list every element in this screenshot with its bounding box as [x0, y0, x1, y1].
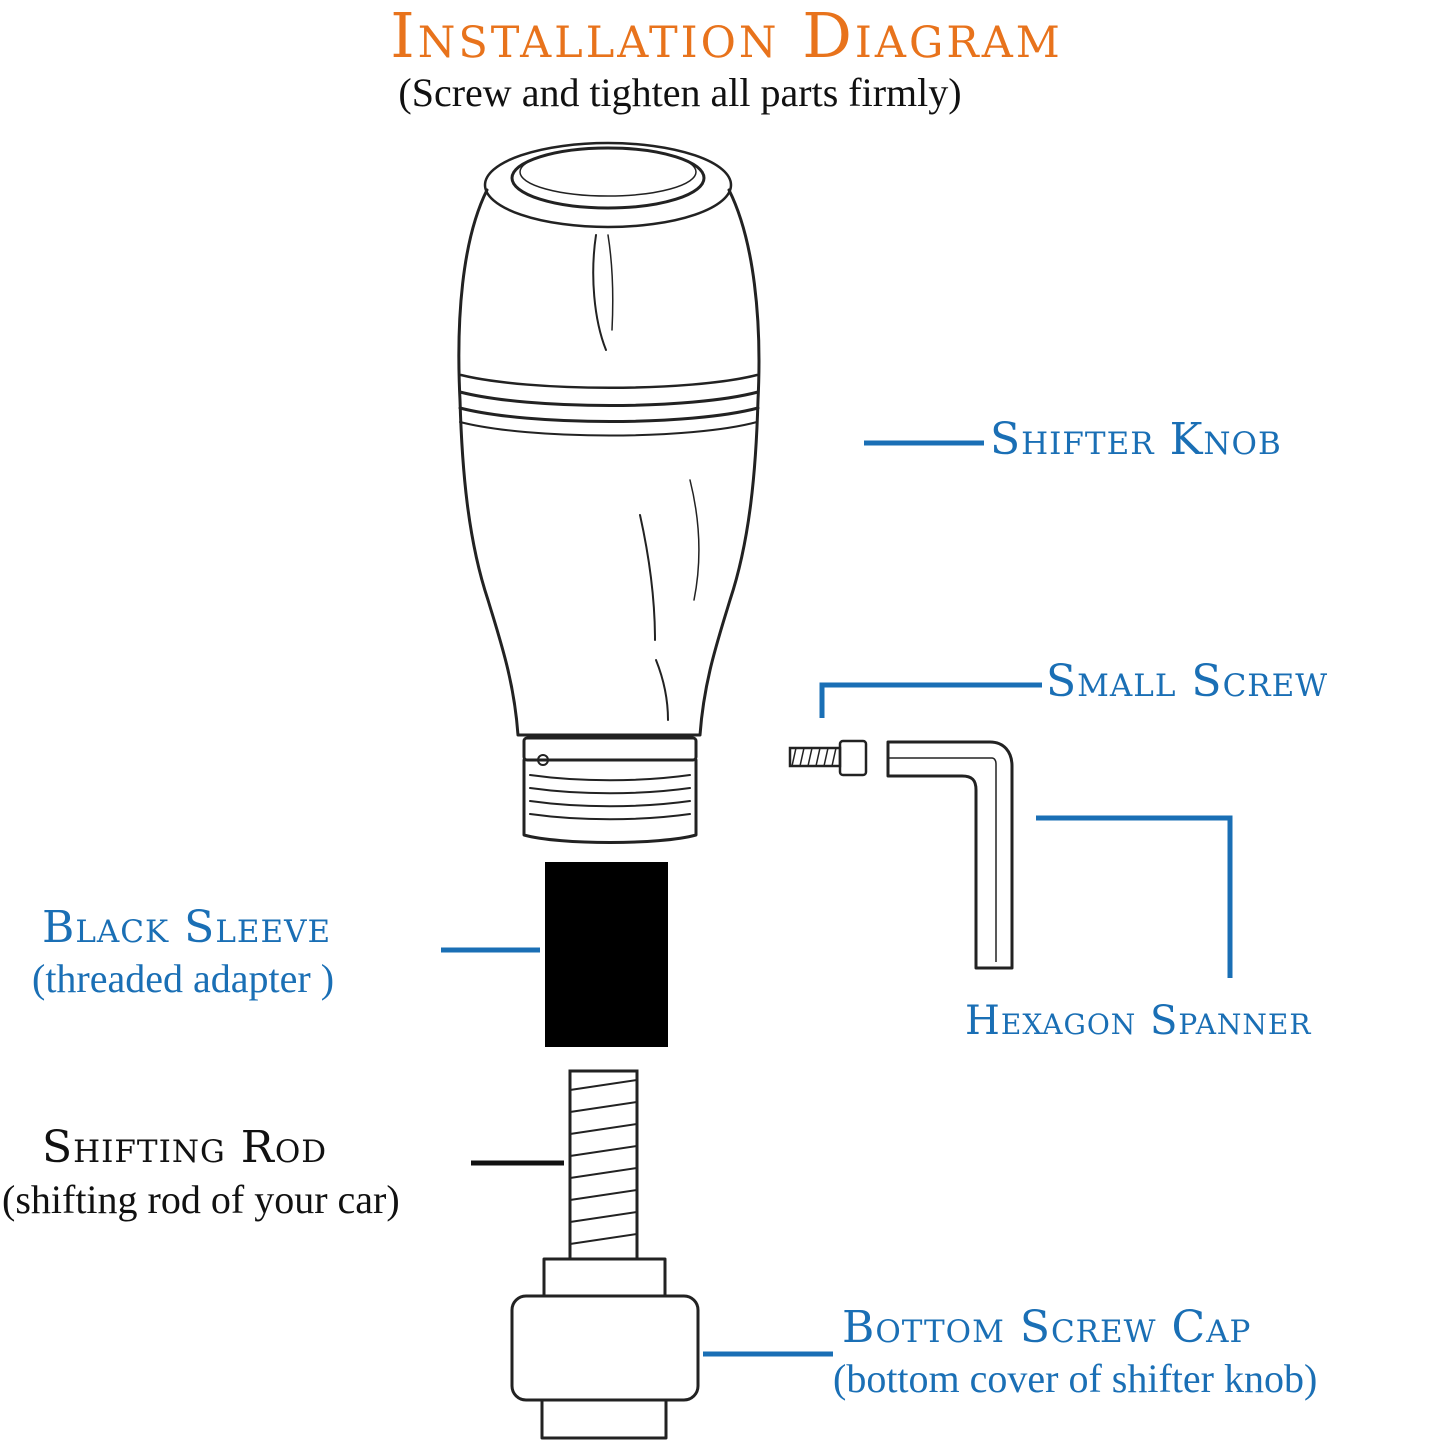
- shifting-rod-illustration: [568, 1069, 639, 1261]
- shifting-rod-note: (shifting rod of your car): [2, 1177, 400, 1222]
- diagram-subtitle: (Screw and tighten all parts firmly): [398, 70, 962, 115]
- bottom-screw-cap-illustration: [510, 1257, 700, 1440]
- small-screw-illustration: [788, 739, 868, 777]
- bottom-screw-cap-note: (bottom cover of shifter knob): [833, 1356, 1318, 1401]
- shifter-knob-label: Shifter Knob: [990, 414, 1282, 465]
- hexagon-spanner-leader: [1036, 815, 1233, 978]
- black-sleeve-label: Black Sleeve: [42, 902, 332, 953]
- leader-lines: [441, 440, 1233, 1357]
- black-sleeve-note: (threaded adapter ): [32, 956, 335, 1001]
- small-screw-label: Small Screw: [1046, 656, 1329, 707]
- shifter-knob-illustration: [457, 141, 761, 844]
- black-sleeve-illustration: [545, 862, 668, 1047]
- hexagon-spanner-illustration: [886, 740, 1014, 970]
- bottom-screw-cap-label: Bottom Screw Cap: [842, 1302, 1252, 1353]
- small-screw-leader: [819, 682, 1042, 718]
- hexagon-spanner-label: Hexagon Spanner: [965, 998, 1312, 1044]
- shifting-rod-label: Shifting Rod: [42, 1122, 328, 1173]
- diagram-title: Installation Diagram: [390, 0, 1063, 72]
